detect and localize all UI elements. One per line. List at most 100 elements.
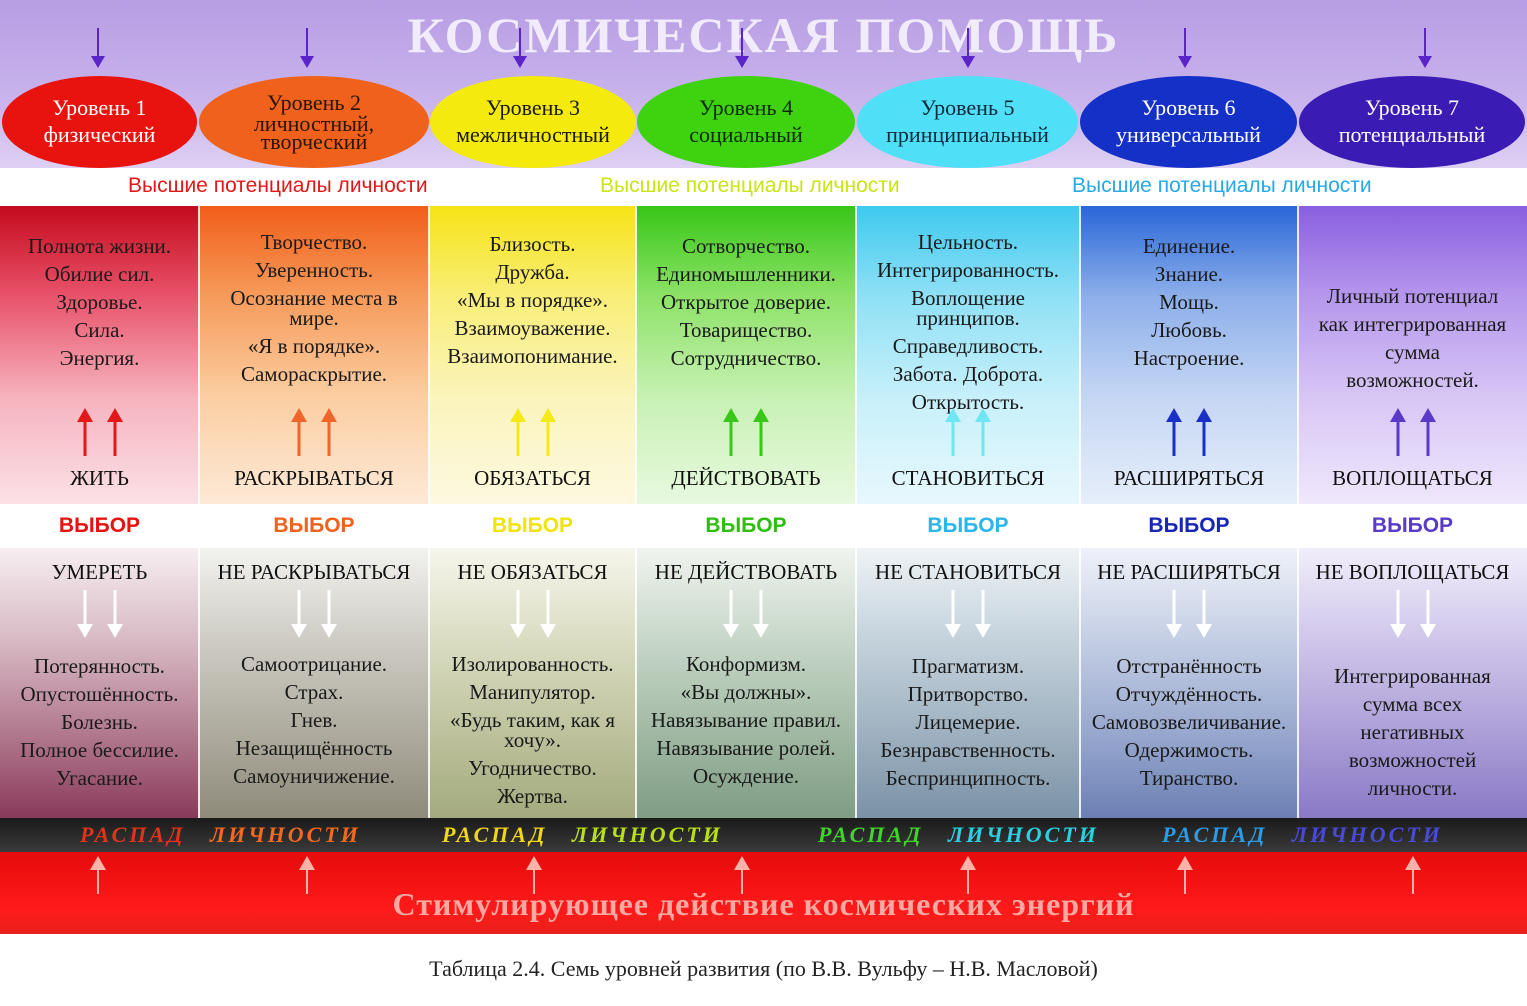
positive-quality: Взаимоуважение. bbox=[454, 316, 611, 340]
level-4-positives: Сотворчество.Единомышленники.Открытое до… bbox=[636, 232, 856, 372]
decay-word: РАСПАД bbox=[80, 822, 186, 847]
negative-quality: Самоуничижение. bbox=[233, 764, 395, 788]
level-7-negative-column bbox=[1298, 548, 1527, 818]
level-5-choice: ВЫБОР bbox=[927, 514, 1009, 537]
negative-quality: Незащищённость bbox=[235, 736, 393, 760]
negative-quality: «Вы должны». bbox=[680, 680, 812, 704]
positive-quality: Товарищество. bbox=[679, 318, 813, 342]
negative-quality: негативных bbox=[1360, 720, 1465, 744]
positive-quality: Уверенность. bbox=[254, 258, 374, 282]
level-3-positive-column bbox=[429, 206, 636, 504]
positive-quality: возможностей. bbox=[1346, 368, 1479, 392]
negative-quality: Опустошённость. bbox=[20, 682, 179, 706]
negative-quality: Интегрированная bbox=[1334, 664, 1491, 688]
level-4-positive-column bbox=[636, 206, 856, 504]
negative-quality: Тиранство. bbox=[1139, 766, 1239, 790]
level-7-subtitle: потенциальный bbox=[1338, 122, 1486, 147]
negative-quality: Лицемерие. bbox=[915, 710, 1021, 734]
potential-label-1: Высшие потенциалы личности bbox=[128, 174, 428, 197]
level-3-neg-verb: НЕ ОБЯЗАТЬСЯ bbox=[457, 560, 608, 584]
column-divider bbox=[635, 206, 637, 818]
level-1-positive-column bbox=[0, 206, 199, 504]
positive-quality: Сила. bbox=[74, 318, 125, 342]
decay-word: ЛИЧНОСТИ bbox=[948, 822, 1099, 847]
level-4-subtitle: социальный bbox=[689, 122, 803, 147]
positive-quality: Открытое доверие. bbox=[661, 290, 831, 314]
column-divider bbox=[198, 206, 200, 818]
positive-quality: Единение. bbox=[1142, 234, 1236, 258]
level-4-ellipse: Уровень 4 социальный bbox=[637, 76, 855, 168]
positive-quality: Полнота жизни. bbox=[27, 234, 172, 258]
positive-quality: Дружба. bbox=[495, 260, 570, 284]
positive-quality: Настроение. bbox=[1133, 346, 1245, 370]
positive-quality: Знание. bbox=[1154, 262, 1224, 286]
header-title: КОСМИЧЕСКАЯ ПОМОЩЬ bbox=[407, 7, 1120, 63]
choice-row bbox=[0, 504, 1527, 548]
decay-word: РАСПАД bbox=[1162, 822, 1268, 847]
negative-quality: Беспринципность. bbox=[885, 766, 1051, 790]
level-5-negatives: Прагматизм.Притворство.Лицемерие.Безнрав… bbox=[856, 652, 1080, 792]
level-3-choice: ВЫБОР bbox=[491, 514, 574, 537]
level-7-verb: ВОПЛОЩАТЬСЯ bbox=[1332, 466, 1493, 490]
positive-quality: Личный потенциал bbox=[1326, 284, 1499, 308]
positive-quality: Осознание места в мире. bbox=[230, 286, 398, 330]
column-divider bbox=[428, 206, 430, 818]
positive-quality: Воплощение принципов. bbox=[910, 286, 1025, 330]
level-1-subtitle: физический bbox=[43, 122, 156, 147]
level-6-positives: Единение. Знание. Мощь. Любовь. Настроение. bbox=[1080, 232, 1298, 372]
level-6-choice: ВЫБОР bbox=[1148, 514, 1230, 537]
negative-quality: Угасание. bbox=[56, 766, 143, 790]
negative-quality: Навязывание ролей. bbox=[656, 736, 836, 760]
level-4-neg-verb: НЕ ДЕЙСТВОВАТЬ bbox=[654, 560, 838, 584]
negative-quality: Отчуждённость. bbox=[1115, 682, 1263, 706]
negative-quality: Самовозвеличивание. bbox=[1091, 710, 1287, 734]
positive-quality: Энергия. bbox=[59, 346, 140, 370]
level-2-ellipse: Уровень 2 личностный, творческий bbox=[199, 76, 429, 168]
negative-quality: Одержимость. bbox=[1124, 738, 1254, 762]
bottom-title: Стимулирующее действие космических энерг… bbox=[392, 886, 1135, 922]
positive-quality: Мощь. bbox=[1159, 290, 1219, 314]
level-2-title: Уровень 2 bbox=[267, 90, 361, 115]
column-divider bbox=[855, 206, 857, 818]
level-6-verb: РАСШИРЯТЬСЯ bbox=[1113, 466, 1265, 490]
positive-quality: как интегрированная bbox=[1318, 312, 1507, 336]
negative-quality: Болезнь. bbox=[61, 710, 138, 734]
level-5-verb: СТАНОВИТЬСЯ bbox=[891, 466, 1045, 490]
negative-quality: возможностей bbox=[1348, 748, 1477, 772]
positive-quality: Самораскрытие. bbox=[240, 362, 388, 386]
positive-quality: Забота. Доброта. bbox=[892, 362, 1044, 386]
level-5-ellipse: Уровень 5 принципиальный bbox=[857, 76, 1078, 168]
level-1-positives: Полнота жизни.Обилие сил.Здоровье.Сила.Э… bbox=[0, 232, 199, 372]
level-3-subtitle: межличностный bbox=[456, 122, 610, 147]
positive-quality: Близость. bbox=[489, 232, 576, 256]
negative-quality: «Будь таким, как я хочу». bbox=[449, 708, 616, 752]
positive-quality: «Мы в порядке». bbox=[456, 288, 609, 312]
level-3-negative-column bbox=[429, 548, 636, 818]
positive-quality: Любовь. bbox=[1151, 318, 1227, 342]
level-6-negative-column bbox=[1080, 548, 1298, 818]
level-5-neg-verb: НЕ СТАНОВИТЬСЯ bbox=[874, 560, 1062, 584]
level-7-neg-verb: НЕ ВОПЛОЩАТЬСЯ bbox=[1315, 560, 1510, 584]
level-7-ellipse: Уровень 7 потенциальный bbox=[1299, 76, 1525, 168]
decay-word: ЛИЧНОСТИ bbox=[572, 822, 723, 847]
potential-label-3: Высшие потенциалы личности bbox=[1072, 174, 1372, 197]
positive-quality: Открытость. bbox=[911, 390, 1025, 414]
negative-quality: Осуждение. bbox=[693, 764, 799, 788]
level-3-ellipse: Уровень 3 межличностный bbox=[430, 76, 636, 168]
level-1-negatives: Потерянность.Опустошённость.Болезнь.Полн… bbox=[0, 652, 199, 792]
level-5-positive-column bbox=[856, 206, 1080, 504]
negative-quality: Отстранённость bbox=[1116, 654, 1262, 678]
negative-quality: Жертва. bbox=[497, 784, 568, 808]
positive-quality: Взаимопонимание. bbox=[447, 344, 618, 368]
level-1-neg-verb: УМЕРЕТЬ bbox=[51, 560, 148, 584]
level-1-choice: ВЫБОР bbox=[58, 514, 141, 537]
positive-quality: «Я в порядке». bbox=[247, 334, 381, 358]
level-6-title: Уровень 6 bbox=[1141, 95, 1236, 120]
negative-quality: Навязывание правил. bbox=[650, 708, 842, 732]
level-1-negative-column bbox=[0, 548, 199, 818]
level-6-positive-column bbox=[1080, 206, 1298, 504]
level-1-verb: ЖИТЬ bbox=[70, 466, 129, 490]
